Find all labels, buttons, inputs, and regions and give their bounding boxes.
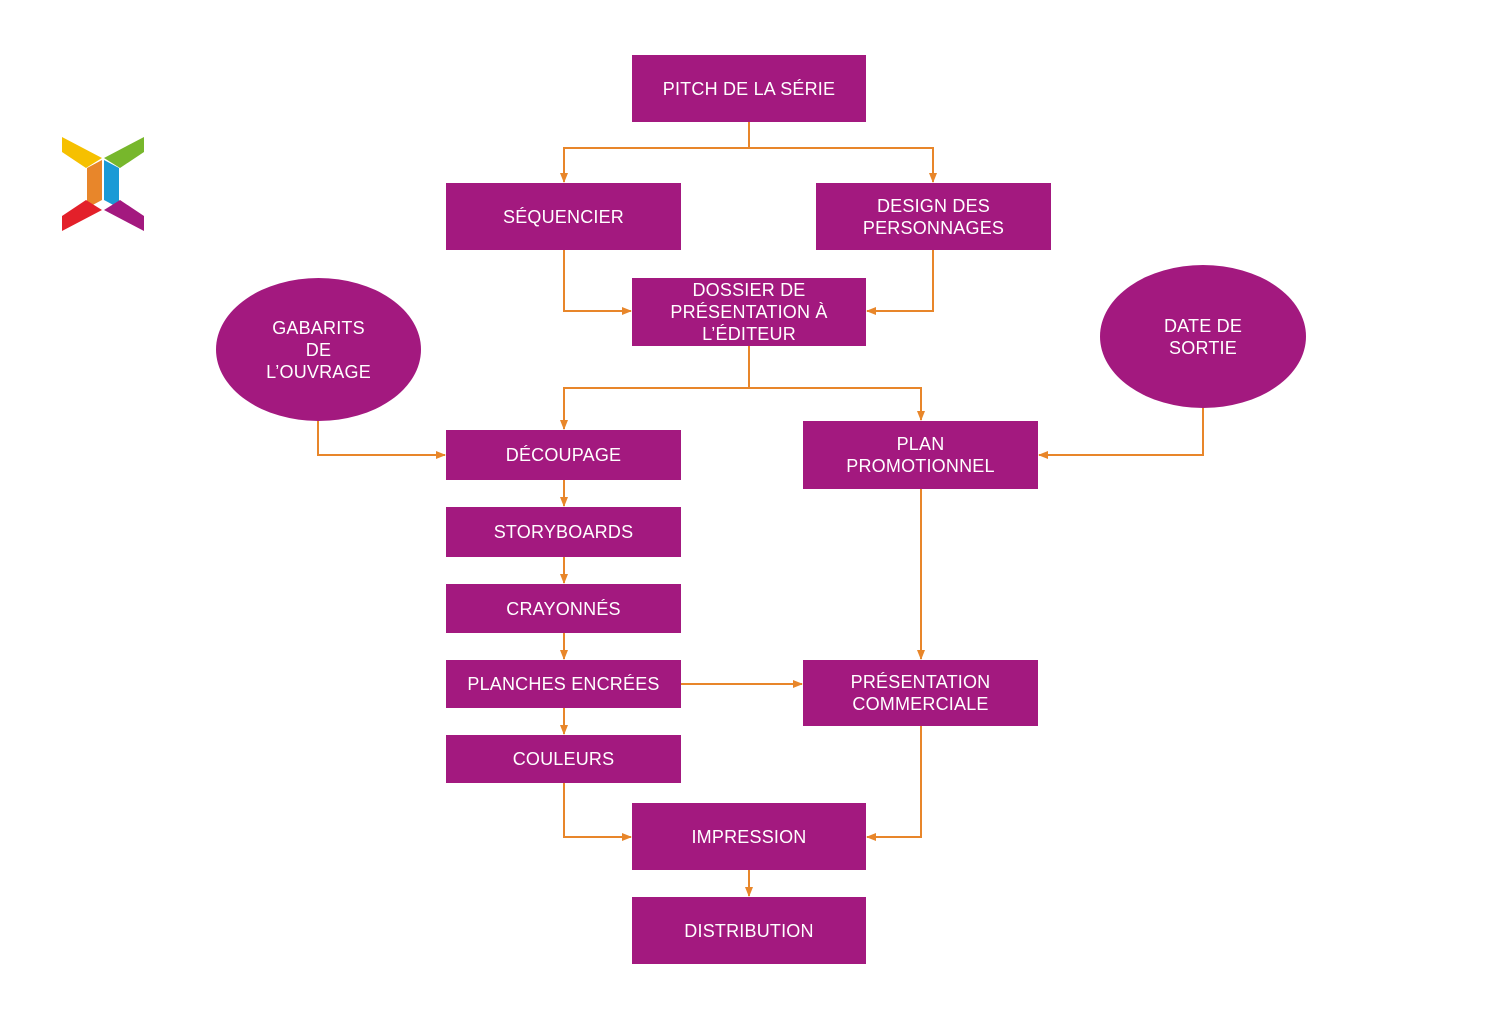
node-pitch: PITCH DE LA SÉRIE: [632, 55, 866, 122]
node-design: DESIGN DES PERSONNAGES: [816, 183, 1051, 250]
node-distribution-label: DISTRIBUTION: [684, 920, 814, 941]
edge-dossier-to-plan: [749, 387, 925, 421]
x-logo-icon: [62, 137, 144, 231]
node-sequencier: SÉQUENCIER: [446, 183, 681, 250]
node-decoupage: DÉCOUPAGE: [446, 430, 681, 480]
node-presentation: PRÉSENTATION COMMERCIALE: [803, 660, 1038, 726]
node-sequencier-label: SÉQUENCIER: [502, 206, 625, 227]
node-storyboards-label: STORYBOARDS: [493, 522, 634, 542]
node-planches: PLANCHES ENCRÉES: [446, 660, 681, 708]
edge-presentation-to-impression: [866, 726, 922, 841]
node-crayonnes-label: CRAYONNÉS: [506, 598, 621, 619]
node-storyboards: STORYBOARDS: [446, 507, 681, 557]
node-dossier-label: DOSSIER DE PRÉSENTATION À L’ÉDITEUR: [670, 280, 828, 344]
node-plan-label: PLAN PROMOTIONNEL: [846, 434, 995, 476]
edge-gabarits-to-decoupage: [317, 420, 446, 459]
edge-dossier-to-decoupage: [560, 346, 750, 430]
node-decoupage-label: DÉCOUPAGE: [505, 445, 622, 465]
node-date-label: DATE DE SORTIE: [1163, 315, 1243, 358]
node-gabarits: GABARITS DE L’OUVRAGE: [216, 278, 421, 421]
node-couleurs: COULEURS: [446, 735, 681, 783]
node-pitch-label: PITCH DE LA SÉRIE: [662, 78, 836, 99]
node-plan: PLAN PROMOTIONNEL: [803, 421, 1038, 489]
edge-pitch-to-sequencier: [560, 122, 750, 183]
edge-couleurs-to-impression: [563, 783, 632, 841]
node-gabarits-label: GABARITS DE L’OUVRAGE: [266, 317, 371, 382]
node-planches-label: PLANCHES ENCRÉES: [467, 674, 660, 694]
node-presentation-label: PRÉSENTATION COMMERCIALE: [850, 672, 991, 714]
node-date: DATE DE SORTIE: [1100, 265, 1306, 408]
edge-design-to-dossier: [866, 250, 934, 315]
node-dossier: DOSSIER DE PRÉSENTATION À L’ÉDITEUR: [632, 278, 866, 346]
node-couleurs-label: COULEURS: [512, 749, 615, 769]
edge-date-to-plan: [1038, 407, 1204, 459]
node-design-label: DESIGN DES PERSONNAGES: [862, 195, 1005, 238]
node-impression-label: IMPRESSION: [691, 826, 807, 847]
node-impression: IMPRESSION: [632, 803, 866, 870]
node-crayonnes: CRAYONNÉS: [446, 584, 681, 633]
node-distribution: DISTRIBUTION: [632, 897, 866, 964]
edge-pitch-to-design: [749, 147, 937, 183]
edge-sequencier-to-dossier: [563, 250, 632, 315]
